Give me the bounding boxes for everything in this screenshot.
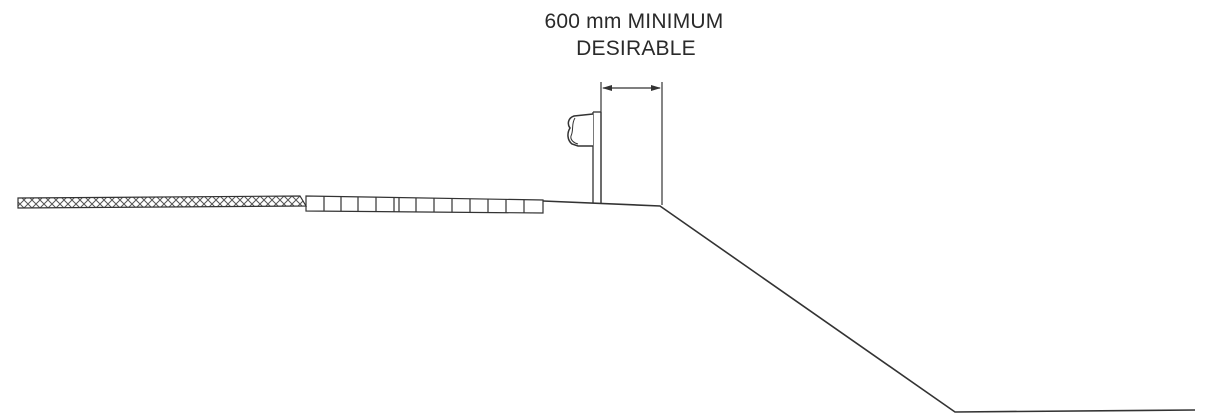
barrier-post (592, 111, 602, 203)
ground-profile-line (542, 200, 1196, 413)
block-paving (305, 195, 544, 214)
dimension-label-line2: DESIRABLE (576, 37, 696, 60)
barrier-rail (567, 113, 594, 147)
dimension-label-line1: 600 mm MINIMUM (544, 10, 724, 33)
hatched-pavement-strip (17, 195, 308, 209)
dimension-arrow-line (602, 85, 661, 91)
dimension-extension-lines (600, 82, 663, 205)
